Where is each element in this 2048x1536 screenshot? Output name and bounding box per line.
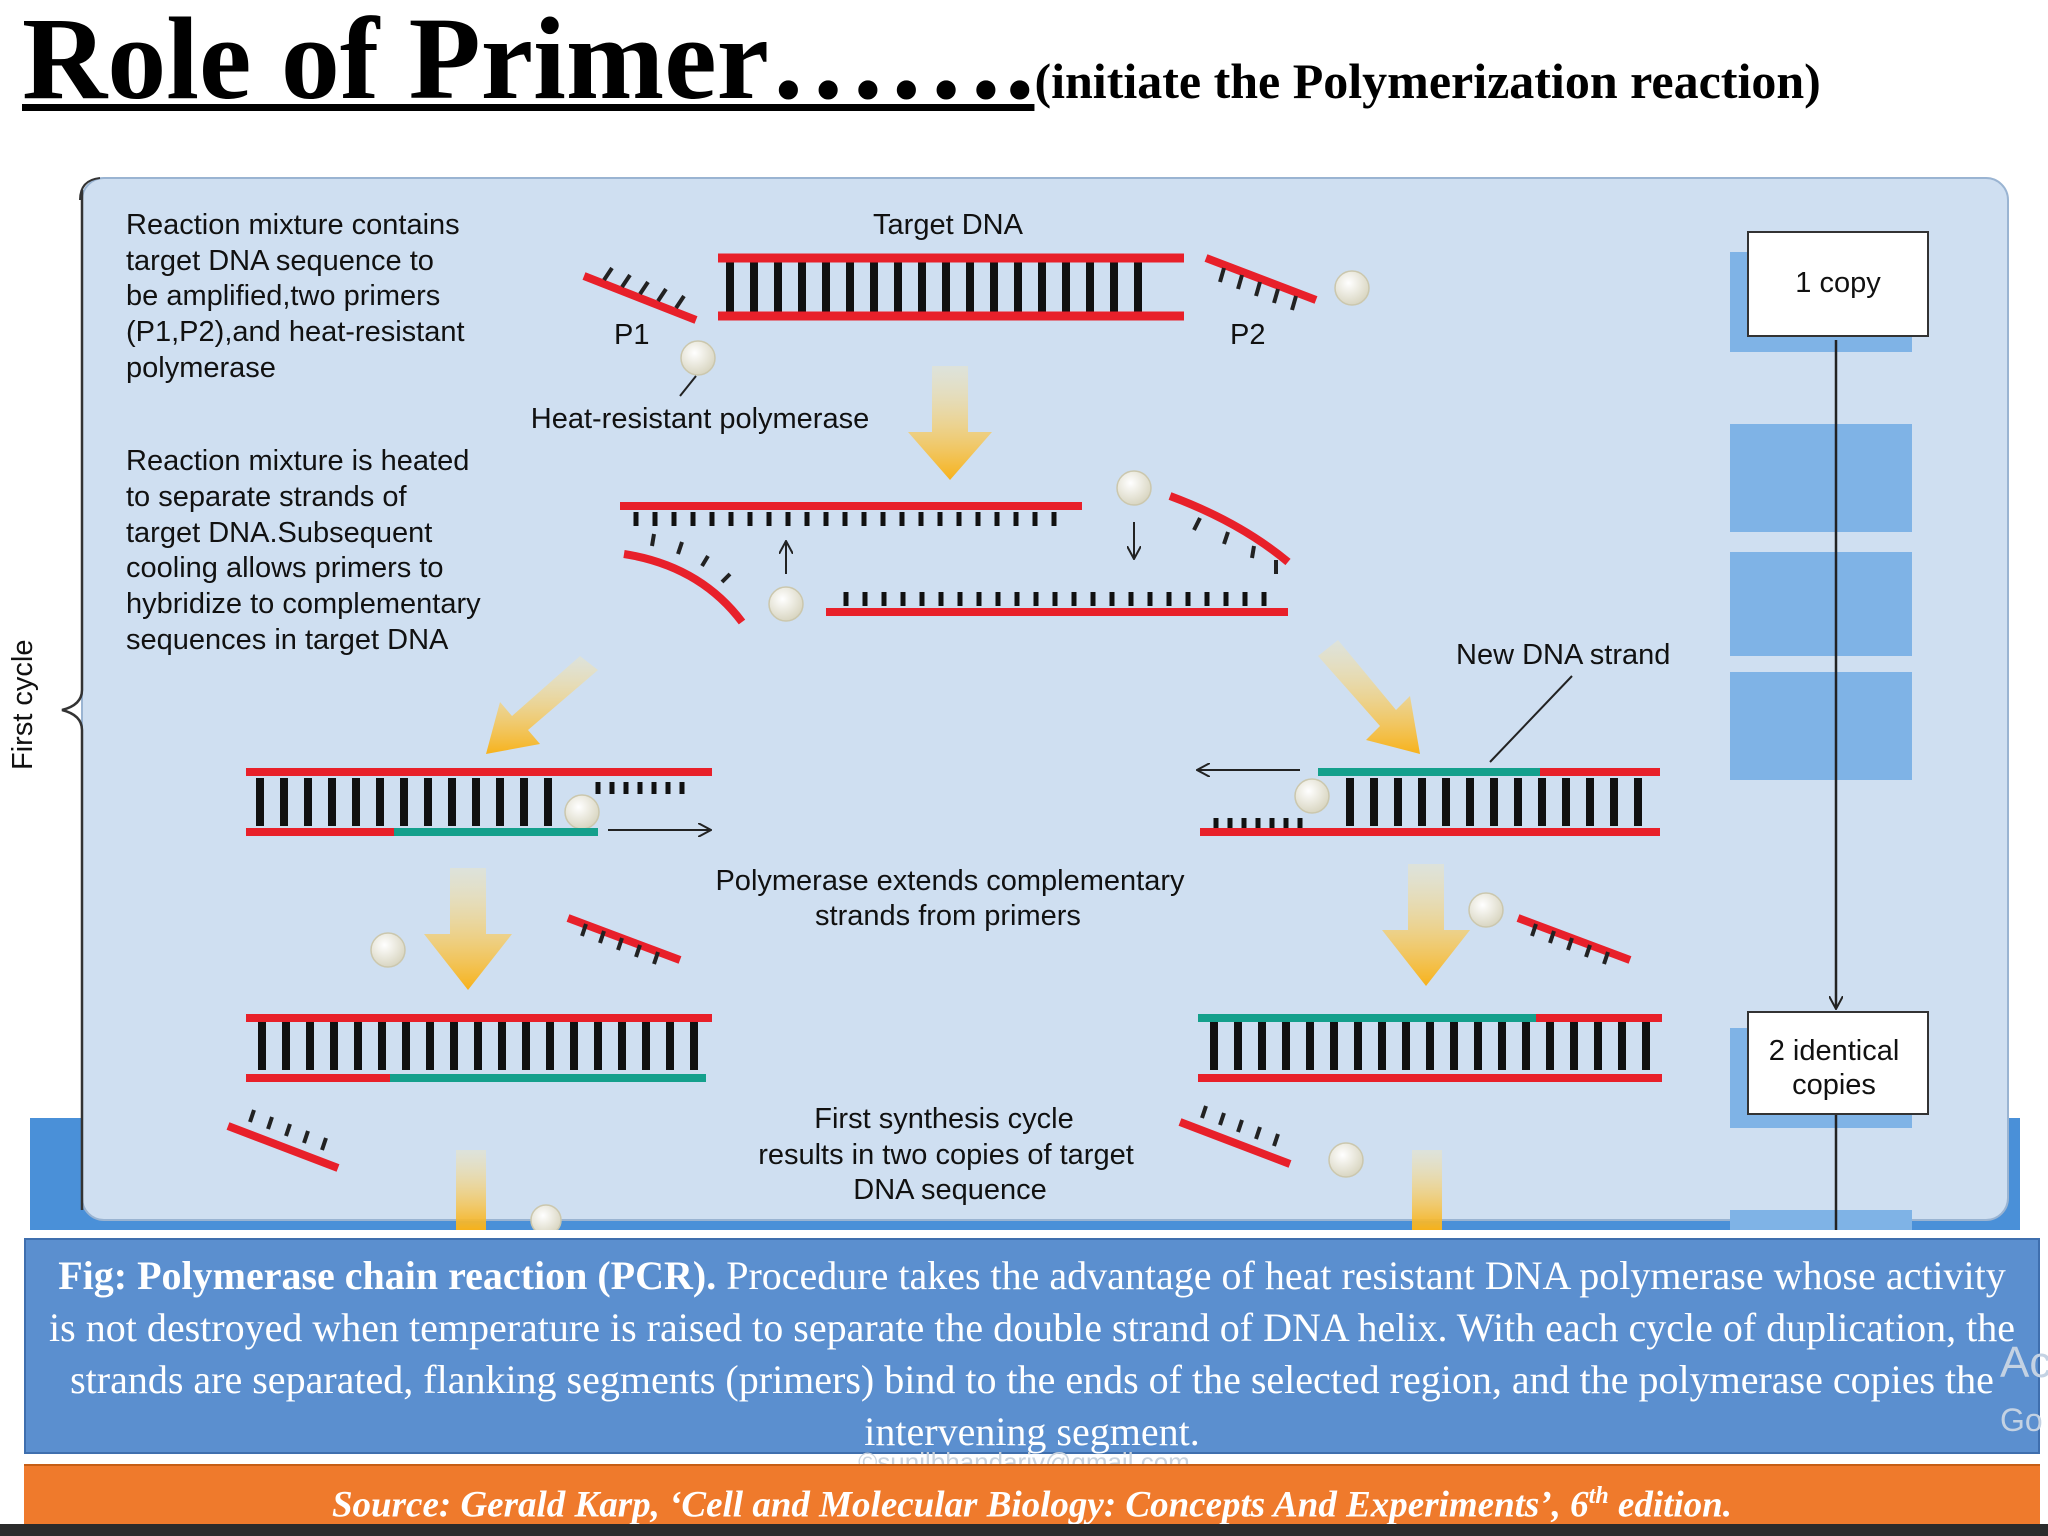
source-suffix: edition. [1608,1484,1733,1526]
new-strand-label: New DNA strand [1456,639,1670,671]
extend-line1: Polymerase extends complementary [715,865,1185,897]
copy-column: 1 copy 2 identical copies [1730,231,1929,1230]
step1-line2: target DNA sequence to [126,245,434,277]
primer-p2-label: P2 [1230,319,1265,351]
overlay-act-text: Ac [2000,1338,2048,1387]
polymerase-label: Heat-resistant polymerase [531,403,869,435]
copy2-label-line2: copies [1792,1069,1876,1101]
caption-bold: Fig: Polymerase chain reaction (PCR). [58,1253,717,1298]
step2-line6: sequences in target DNA [126,624,449,656]
source-bar: Source: Gerald Karp, ‘Cell and Molecular… [24,1464,2040,1526]
yellow-arrows [424,366,1470,1230]
bottom-bar [0,1524,2048,1536]
right-extension [1198,770,1660,836]
target-dna: Target DNA [718,209,1184,321]
cycle-result-text: First synthesis cycle results in two cop… [758,1103,1134,1206]
primer-p2: P2 [1204,254,1318,351]
copy2-box: 2 identical copies [1747,1011,1929,1115]
source-prefix: Source: Gerald Karp, ‘Cell and Molecular… [331,1484,1589,1526]
source-sup: th [1588,1483,1609,1509]
slide-title: Role of Primer…….(initiate the Polymeriz… [22,0,1821,120]
step1-text: Reaction mixture contains target DNA seq… [126,209,465,384]
extend-text: Polymerase extends complementary strands… [715,865,1185,932]
title-main: Role of Primer……. [22,0,1035,124]
target-dna-label: Target DNA [873,209,1024,241]
cycle-label: First cycle [7,640,39,771]
polymerase-balls [370,270,1504,1230]
step2-line4: cooling allows primers to [126,552,444,584]
pcr-diagram: First cycle 1 copy 2 identical copies Re… [7,177,2020,1230]
primer-p1-label: P1 [614,319,649,351]
copy1-label: 1 copy [1795,267,1881,299]
step2-line5: hybridize to complementary [126,588,481,620]
step1-line1: Reaction mixture contains [126,209,460,241]
free-primers [226,914,1632,1172]
step2-line2: to separate strands of [126,481,407,513]
step2-line3: target DNA.Subsequent [126,517,432,549]
step1-line5: polymerase [126,352,276,384]
copy-left [246,1014,712,1082]
result-line2: results in two copies of target [758,1139,1134,1171]
separated-strands [620,492,1291,625]
result-line1: First synthesis cycle [814,1103,1073,1135]
copy1-box: 1 copy [1747,231,1929,337]
overlay-go-text: Go [2000,1402,2043,1438]
cycle-brace: First cycle [7,190,84,1210]
copy-right [1198,1014,1662,1082]
panel-background [30,177,2020,1230]
caption-text: Procedure takes the advantage of heat re… [49,1253,2015,1454]
figure-caption: Fig: Polymerase chain reaction (PCR). Pr… [24,1238,2040,1454]
step2-text: Reaction mixture is heated to separate s… [126,445,481,656]
step1-line4: (P1,P2),and heat-resistant [126,316,465,348]
step2-line1: Reaction mixture is heated [126,445,469,477]
result-line3: DNA sequence [853,1174,1046,1206]
title-subtitle: (initiate the Polymerization reaction) [1034,53,1821,109]
step1-line3: be amplified,two primers [126,280,440,312]
extend-line2: strands from primers [815,900,1081,932]
copy2-label-line1: 2 identical [1769,1035,1900,1067]
left-extension [246,768,712,832]
primer-p1: P1 [582,266,698,351]
